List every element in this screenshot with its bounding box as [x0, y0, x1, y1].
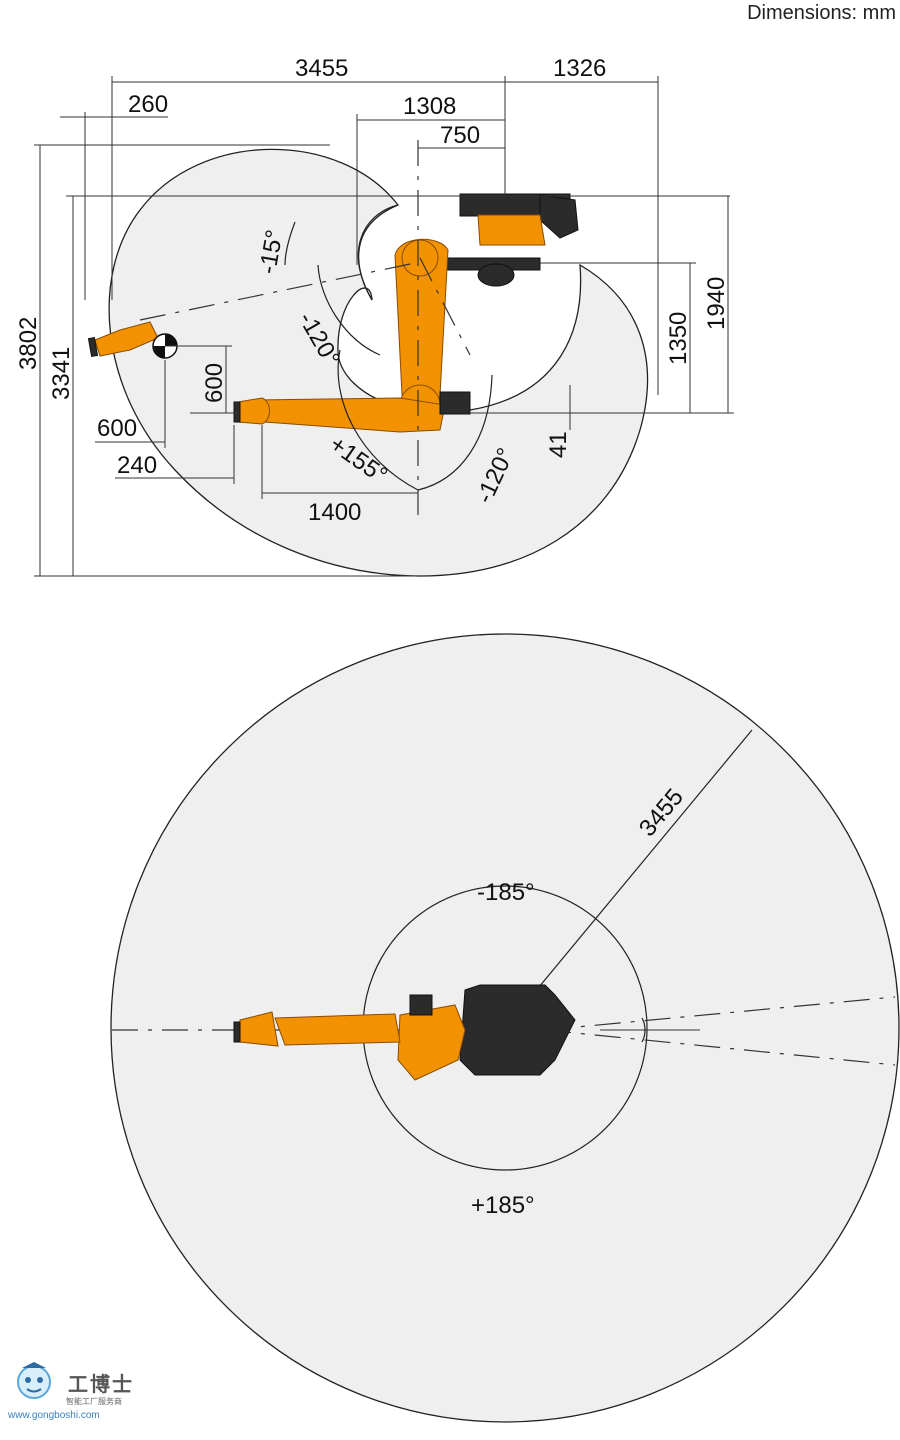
side-view: 3455 1326 260 1308 750 3802 3341 1940 13… — [15, 55, 734, 577]
arm-motor — [439, 391, 471, 415]
label-1400: 1400 — [308, 499, 361, 526]
top-angle-pos-label: +185° — [471, 1192, 535, 1219]
arc-plus155 — [337, 349, 419, 491]
watermark-url: www.gongboshi.com — [8, 1410, 100, 1421]
mascot-icon — [17, 1362, 51, 1399]
top-carousel — [397, 1004, 466, 1081]
side-inner-arc — [357, 204, 399, 301]
wrist-horizontal — [237, 397, 270, 425]
label-600v: 600 — [201, 363, 228, 403]
top-axis-upper — [544, 996, 896, 1031]
label-750: 750 — [440, 122, 480, 149]
label-600h: 600 — [97, 415, 137, 442]
top-limit-arc — [641, 1017, 646, 1043]
top-arm — [274, 1013, 401, 1046]
axis-line-upper — [139, 261, 421, 321]
dimensions-units-label: Dimensions: mm — [747, 2, 896, 24]
label-1326: 1326 — [553, 55, 606, 82]
axis-line-diag — [419, 257, 471, 356]
top-flange — [233, 1021, 241, 1043]
arc-minus120-right — [417, 374, 493, 491]
robot-carousel — [477, 214, 546, 246]
top-axis-lower — [544, 1029, 896, 1066]
label-1350: 1350 — [665, 312, 692, 365]
label-3455: 3455 — [295, 55, 348, 82]
top-base-plate — [459, 984, 576, 1076]
watermark-tagline: 智能工厂服务商 — [66, 1397, 122, 1406]
label-1308: 1308 — [403, 93, 456, 120]
arc-minus15 — [284, 221, 296, 266]
label-260: 260 — [128, 91, 168, 118]
flange-horizontal — [233, 401, 241, 423]
top-radius-line — [504, 729, 753, 1029]
arc-minus120-left — [317, 264, 381, 356]
robot-base-side — [539, 194, 579, 239]
top-angle-neg-label: -185° — [477, 879, 535, 906]
flange-extended — [87, 337, 99, 357]
counterbalance-cylinder — [477, 263, 515, 287]
label-3802: 3802 — [15, 317, 42, 370]
label-41: 41 — [545, 431, 572, 458]
side-workspace-envelope — [108, 148, 649, 577]
top-motor — [409, 994, 433, 1016]
watermark-logo: 工博士 智能工厂服务商 www.gongboshi.com — [8, 1358, 158, 1430]
label-3341: 3341 — [48, 347, 75, 400]
label-1940: 1940 — [703, 277, 730, 330]
label-240: 240 — [117, 452, 157, 479]
top-view: 3455 -185° +185° — [110, 633, 900, 1423]
watermark-brand: 工博士 — [68, 1372, 134, 1396]
